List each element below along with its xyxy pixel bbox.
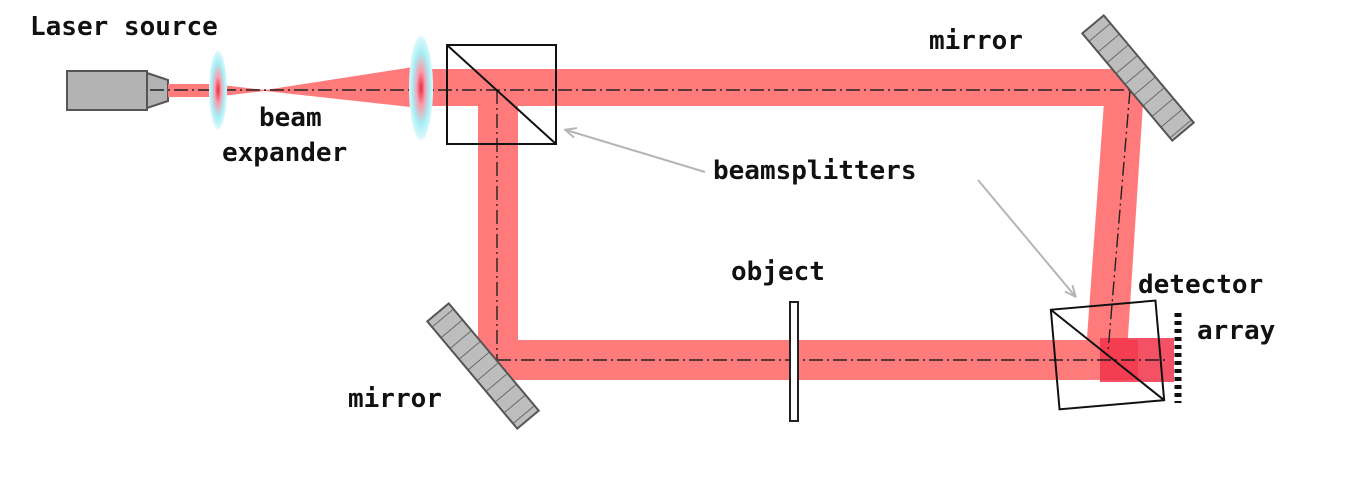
mirror-bottom bbox=[425, 301, 541, 431]
mirror-top-label: mirror bbox=[929, 26, 1023, 56]
lens-large bbox=[409, 36, 433, 140]
beamsplitter-2 bbox=[1049, 299, 1166, 411]
object-plate bbox=[789, 301, 799, 422]
detector-label-line1: detector bbox=[1138, 270, 1263, 300]
laser-body bbox=[66, 70, 148, 111]
mirror-bottom-label: mirror bbox=[348, 384, 442, 414]
laser-source-label: Laser source bbox=[30, 12, 218, 42]
beam-expander-label-line2: expander bbox=[222, 138, 347, 168]
optical-axis bbox=[150, 89, 1165, 361]
beam-expander-lenses bbox=[209, 36, 433, 140]
beamsplitters-label: beamsplitters bbox=[713, 156, 917, 186]
beam-path bbox=[168, 66, 1174, 382]
detector-label-line2: array bbox=[1197, 316, 1275, 346]
beam-expander-label-line1: beam bbox=[259, 103, 322, 133]
beamsplitter-1 bbox=[446, 44, 557, 145]
lens-small bbox=[209, 51, 227, 129]
mirror-top bbox=[1080, 13, 1196, 143]
object-label: object bbox=[731, 257, 825, 287]
beamsplitter-pointers bbox=[566, 130, 1075, 296]
